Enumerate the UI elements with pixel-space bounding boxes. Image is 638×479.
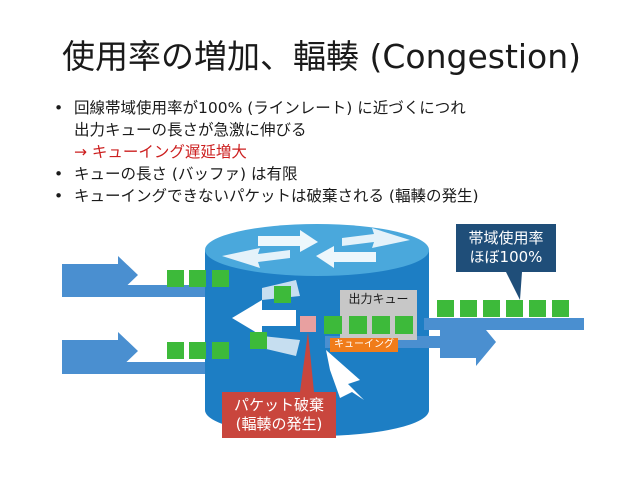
utilization-callout-shape <box>456 224 556 300</box>
drop-callout-shape <box>222 332 336 438</box>
packet <box>324 316 342 334</box>
queueing-label: キューイング <box>330 338 398 352</box>
utilization-callout-line1: 帯域使用率 <box>468 229 544 247</box>
slide-title: 使用率の増加、輻輳 (Congestion) <box>62 37 582 76</box>
drop-callout-line1: パケット破棄 <box>233 396 324 414</box>
bullet-item-utilization: • 回線帯域使用率が100% (ラインレート) に近づくにつれ 出力キューの長さ… <box>52 97 479 163</box>
packet <box>167 270 184 287</box>
bullet-item-drop: • キューイングできないパケットは破棄される (輻輳の発生) <box>52 185 479 207</box>
packet <box>460 300 477 317</box>
utilization-callout-line2: ほぼ100% <box>469 248 543 266</box>
router-icon <box>205 224 429 436</box>
packet <box>349 316 367 334</box>
packet <box>372 316 390 334</box>
packet <box>274 286 291 303</box>
bullet-item-buffer: • キューの長さ (バッファ) は有限 <box>52 163 479 185</box>
packet <box>483 300 500 317</box>
bullet-text: キューの長さ (バッファ) は有限 <box>74 165 298 183</box>
output-line <box>424 318 584 330</box>
packet <box>552 300 569 317</box>
bullet-marker: • <box>54 99 64 117</box>
bullet-text: 回線帯域使用率が100% (ラインレート) に近づくにつれ <box>74 99 466 117</box>
packet <box>395 316 413 334</box>
packet <box>212 342 229 359</box>
dropped-packet <box>300 316 316 332</box>
packet <box>529 300 546 317</box>
packet <box>250 332 267 349</box>
packet <box>189 342 206 359</box>
utilization-callout: 帯域使用率 ほぼ100% <box>456 229 556 267</box>
bullet-arrow-text: → キューイング遅延増大 <box>74 143 247 161</box>
packet <box>189 270 206 287</box>
output-queue-label: 出力キュー <box>340 290 417 308</box>
bullet-text-continued: 出力キューの長さが急激に伸びる <box>74 121 307 139</box>
input-arrow-top <box>62 256 138 294</box>
bullet-marker: • <box>54 187 64 205</box>
bullet-text: キューイングできないパケットは破棄される (輻輳の発生) <box>74 187 479 205</box>
input-arrow-bottom <box>62 332 138 370</box>
packet <box>437 300 454 317</box>
drop-callout: パケット破棄 (輻輳の発生) <box>222 396 336 434</box>
drop-callout-line2: (輻輳の発生) <box>235 415 323 433</box>
packet <box>212 270 229 287</box>
packet <box>506 300 523 317</box>
packet <box>167 342 184 359</box>
bullet-list: • 回線帯域使用率が100% (ラインレート) に近づくにつれ 出力キューの長さ… <box>52 97 479 207</box>
bullet-marker: • <box>54 165 64 183</box>
